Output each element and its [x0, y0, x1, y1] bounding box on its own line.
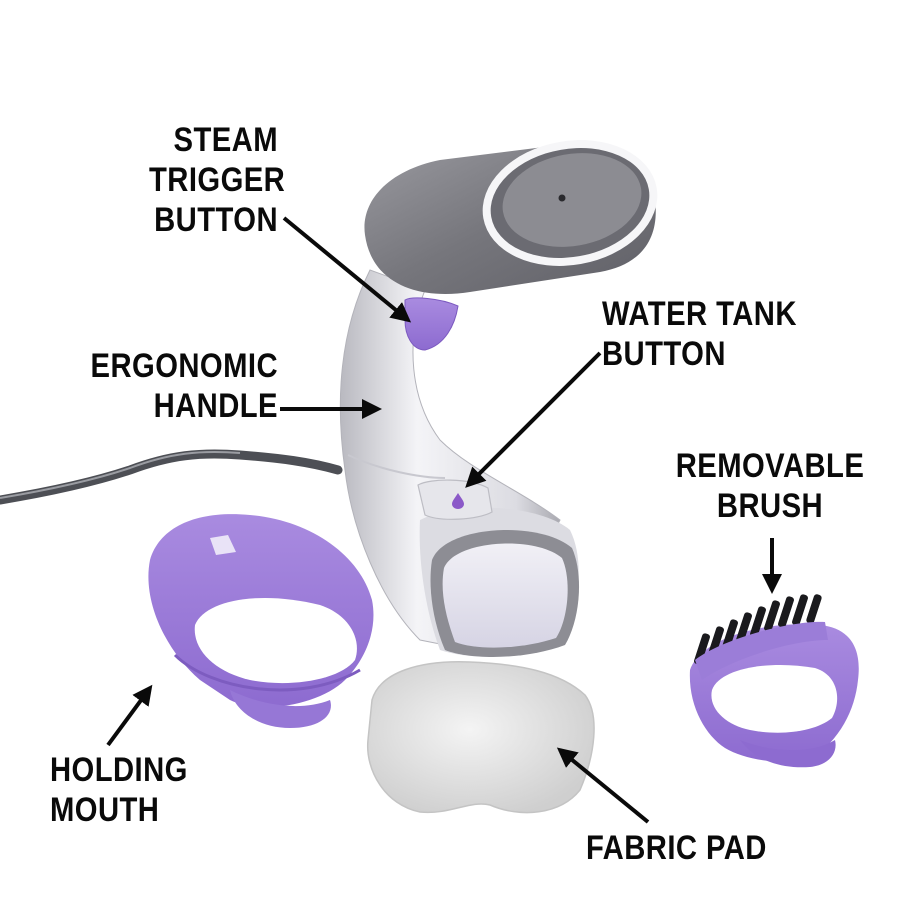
- label-line: TRIGGER: [149, 161, 286, 199]
- water-drop-icon: [452, 493, 464, 509]
- label-line: WATER TANK: [602, 295, 797, 333]
- brush-bristles: [694, 594, 822, 665]
- label-line: STEAM: [173, 121, 278, 159]
- arrow-fabric-pad: [556, 747, 650, 824]
- arrow-holding-mouth: [106, 684, 153, 747]
- label-line: MOUTH: [50, 791, 160, 829]
- label-water-tank-button: WATER TANK BUTTON: [602, 294, 797, 374]
- label-line: BRUSH: [716, 487, 824, 525]
- label-line: FABRIC PAD: [586, 829, 767, 867]
- arrow-water-tank-button: [465, 351, 602, 488]
- label-steam-trigger-button: STEAM TRIGGER BUTTON: [149, 120, 286, 240]
- label-line: REMOVABLE: [675, 447, 865, 485]
- label-removable-brush: REMOVABLE BRUSH: [658, 446, 882, 526]
- label-line: HOLDING: [50, 751, 188, 789]
- arrow-steam-trigger: [282, 216, 412, 323]
- label-line: ERGONOMIC: [90, 347, 278, 385]
- label-line: BUTTON: [602, 335, 726, 373]
- steam-trigger: [404, 297, 459, 351]
- removable-brush-accessory: [689, 594, 859, 768]
- steam-hole: [558, 194, 566, 202]
- fabric-pad-accessory: [366, 661, 595, 814]
- label-ergonomic-handle: ERGONOMIC HANDLE: [73, 346, 278, 426]
- label-holding-mouth: HOLDING MOUTH: [50, 750, 188, 830]
- steam-plate: [502, 153, 642, 247]
- label-line: BUTTON: [154, 201, 278, 239]
- label-line: HANDLE: [153, 387, 278, 425]
- holding-mouth-accessory: [148, 514, 374, 728]
- power-cord: [0, 449, 343, 505]
- label-fabric-pad: FABRIC PAD: [586, 828, 767, 868]
